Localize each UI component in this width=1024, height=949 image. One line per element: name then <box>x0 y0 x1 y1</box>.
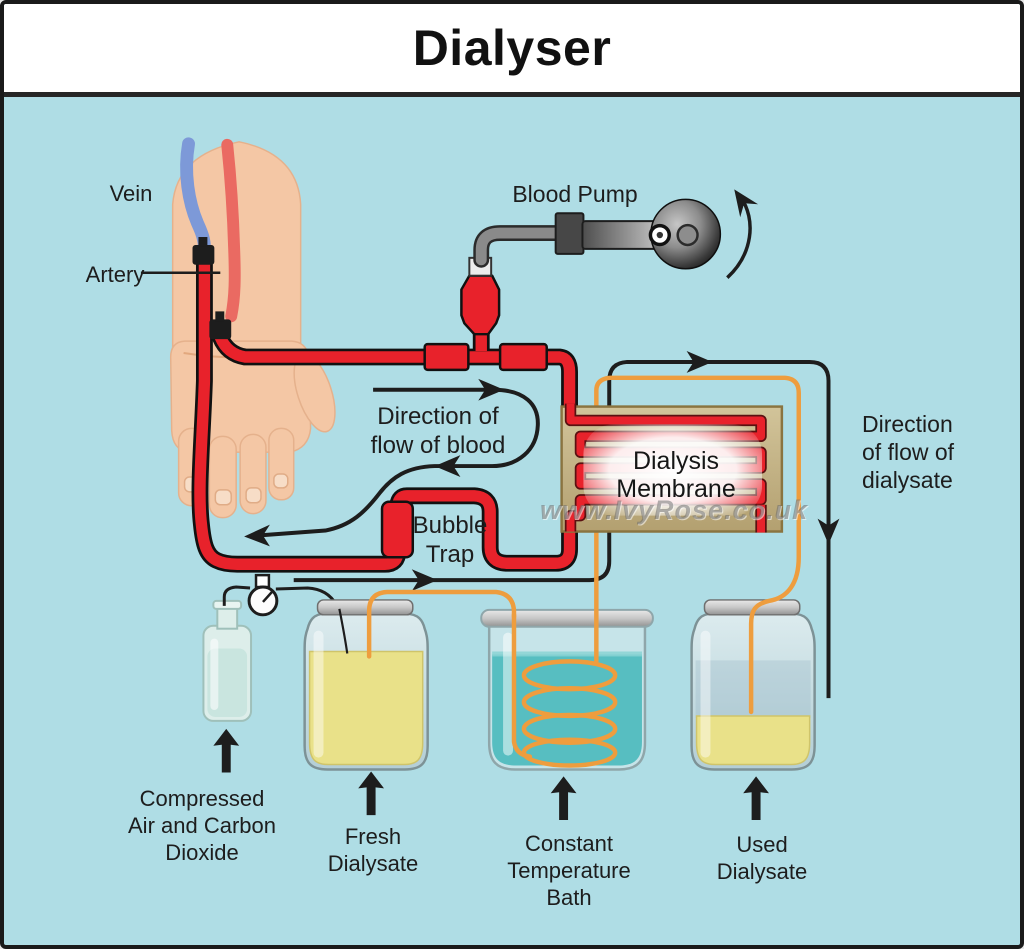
compressed-air-bottle <box>202 599 253 722</box>
dialysate-arrowhead-bottom <box>411 569 438 592</box>
bottle-neck <box>216 605 239 630</box>
bubble-trap-label: Bubble Trap <box>412 512 488 569</box>
vein-cannula-nub <box>198 237 208 247</box>
beaker-highlight <box>503 632 513 756</box>
pump-rotation-arrow <box>726 195 752 279</box>
tube-connector-right <box>498 342 548 372</box>
blood-pump-label: Blood Pump <box>512 181 638 207</box>
gauge-stub <box>254 573 271 589</box>
direction-of-dialysate-label: Direction of flow of dialysate <box>862 411 955 494</box>
coil-loop-4 <box>521 737 618 768</box>
used-jar-liquid <box>695 715 811 766</box>
blood-flow-line <box>257 387 540 538</box>
dialysis-membrane-label: Dialysis Membrane <box>616 447 736 503</box>
vein-label: Vein <box>109 181 153 206</box>
blood-flow-arrowhead-left-end <box>244 524 270 547</box>
dialysate-flow-indicator <box>293 351 840 699</box>
dialysate-tubing <box>366 375 801 768</box>
fresh-jar-liquid <box>308 650 424 766</box>
title-banner: Dialyser <box>4 4 1020 97</box>
artery-label: Artery <box>85 262 145 287</box>
blood-flow-arrowhead-left-mid <box>434 455 461 477</box>
finger-4 <box>268 427 295 501</box>
fresh-dialysate-label: Fresh Dialysate <box>327 824 419 876</box>
artery-cannula-nub <box>215 311 225 322</box>
pump-rotation-arrowhead <box>734 189 759 218</box>
pump-piston-block <box>554 212 585 255</box>
watermark: www.IvyRose.co.uk <box>539 495 809 525</box>
pointer-arrows <box>213 728 769 821</box>
bubble-trap-chamber <box>380 500 415 559</box>
beaker-liquid-surface <box>492 651 642 657</box>
nail-3 <box>245 487 262 504</box>
tube-inside-jar-2 <box>338 608 349 654</box>
bottle-highlight <box>210 638 219 710</box>
artery-line-tube <box>214 331 576 417</box>
pump-bearing-pin <box>656 231 664 239</box>
constant-temperature-bath-label: Constant Temperature Bath <box>507 831 631 910</box>
orange-tube-jar-to-beaker <box>366 589 517 659</box>
orange-tube-beaker-to-membrane <box>594 375 801 715</box>
direction-of-blood-label: Direction of flow of blood <box>370 403 506 460</box>
blood-flow-arrowhead-right <box>478 378 505 401</box>
arrow-used-dialysate <box>743 776 769 821</box>
arrow-compressed-air <box>213 728 240 773</box>
used-jar-highlight <box>700 630 711 758</box>
membrane-glow <box>583 424 763 516</box>
pump-hub <box>676 223 699 247</box>
vein-cannula <box>192 244 215 265</box>
fresh-jar-lid <box>316 599 414 616</box>
dialysis-membrane <box>560 403 784 533</box>
gauge-needle <box>262 591 273 603</box>
tube-connector-left <box>423 342 470 372</box>
fresh-dialysate-jar <box>303 599 429 771</box>
pump-pipe <box>475 227 564 266</box>
cannula-connectors <box>192 237 232 340</box>
compressed-air-label: Compressed Air and Carbon Dioxide <box>128 786 276 865</box>
nail-2 <box>214 489 232 506</box>
pressure-gauge <box>247 573 279 617</box>
blood-pump <box>473 189 759 279</box>
dialysate-arrowhead-top <box>686 351 713 373</box>
page-title: Dialyser <box>412 20 612 76</box>
dialysate-arrowhead-down <box>817 518 840 545</box>
tube-bottle-to-gauge <box>222 585 251 606</box>
dialysate-flow-line <box>293 359 831 699</box>
artery-cannula <box>209 319 232 340</box>
bottle-lip <box>212 599 243 610</box>
beaker-rim <box>480 608 654 628</box>
nail-4 <box>273 473 289 489</box>
arrow-fresh-dialysate <box>358 771 385 816</box>
fresh-jar-highlight <box>313 630 324 758</box>
diagram-svg <box>140 137 840 821</box>
coil-loop-3 <box>521 712 618 745</box>
used-dialysate-label: Used Dialysate <box>716 832 808 884</box>
artery-vessel <box>221 138 241 323</box>
blood-flow-indicator <box>244 378 540 547</box>
arrow-temperature-bath <box>550 776 577 821</box>
pump-chamber <box>460 274 501 336</box>
